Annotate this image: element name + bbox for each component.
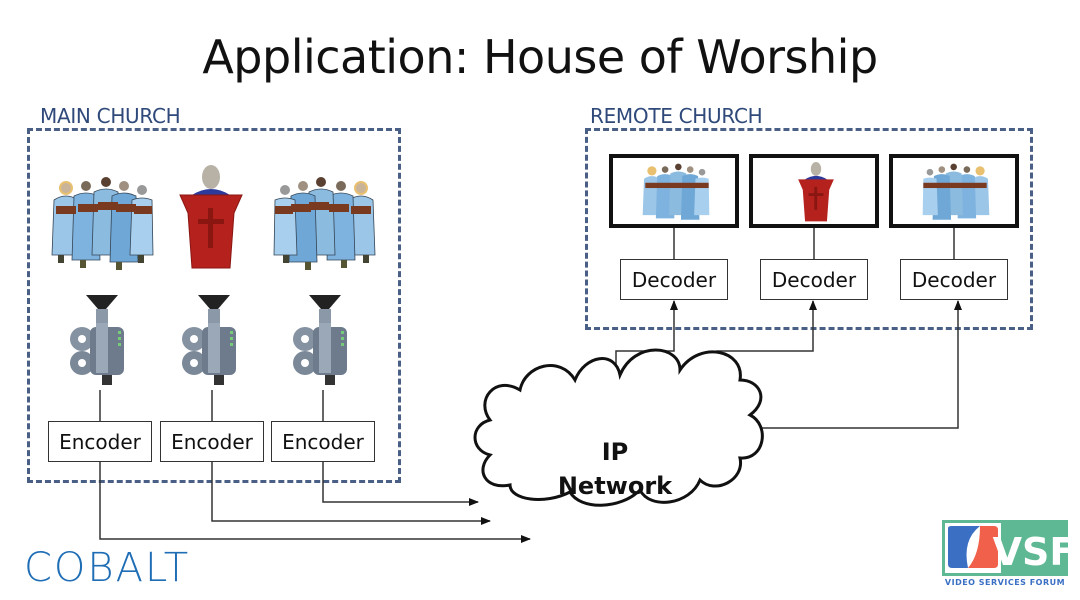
decoder-box-2: Decoder xyxy=(760,259,868,300)
encoder-box-2: Encoder xyxy=(160,421,264,462)
network-label-line1: IP xyxy=(601,438,629,466)
monitor-1 xyxy=(609,154,739,228)
main-church-label: MAIN CHURCH xyxy=(40,104,181,128)
remote-church-group xyxy=(585,128,1033,330)
encoder-box-1: Encoder xyxy=(48,421,152,462)
choir-icon xyxy=(51,177,154,270)
decoder-box-1: Decoder xyxy=(620,259,728,300)
monitor-3 xyxy=(889,154,1019,228)
choir-icon xyxy=(642,163,710,220)
network-label-line2: Network xyxy=(557,472,673,500)
vsf-logo: VSF VIDEO SERVICES FORUM xyxy=(942,520,1070,587)
network-decoder-line-3 xyxy=(748,300,962,429)
choir-icon xyxy=(273,177,376,270)
remote-church-label: REMOTE CHURCH xyxy=(590,104,763,128)
encoder-network-line-2 xyxy=(211,461,491,525)
ip-network-cloud xyxy=(473,348,764,507)
choir-icon xyxy=(922,163,990,220)
camera-icon xyxy=(182,295,236,385)
slide-title: Application: House of Worship xyxy=(202,30,878,84)
camera-icon xyxy=(293,295,347,385)
pulpit-icon xyxy=(179,165,243,269)
camera-icon xyxy=(70,295,124,385)
main-church-group xyxy=(27,128,401,483)
decoder-box-3: Decoder xyxy=(900,259,1008,300)
vsf-abbr: VSF xyxy=(993,530,1070,574)
encoder-network-line-1 xyxy=(99,461,531,543)
vsf-full-name: VIDEO SERVICES FORUM xyxy=(945,578,1065,587)
ip-network-label: IP Network xyxy=(545,435,685,503)
cobalt-logo: COBALT xyxy=(24,545,191,591)
pulpit-icon xyxy=(798,162,834,222)
encoder-network-line-3 xyxy=(322,461,479,506)
monitor-2 xyxy=(749,154,879,228)
encoder-box-3: Encoder xyxy=(271,421,375,462)
